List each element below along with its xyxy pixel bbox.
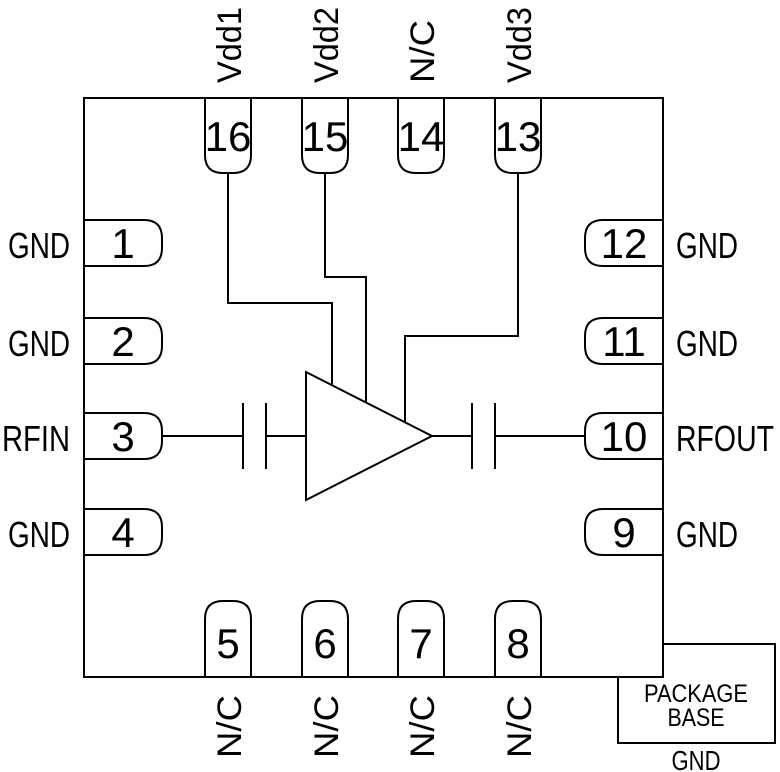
- pin-label-5-nc: N/C: [211, 695, 249, 758]
- pin-label-10-rfout: RFOUT: [676, 418, 774, 459]
- pin-number-9: 9: [612, 509, 635, 556]
- amplifier-triangle-icon: [305, 370, 435, 502]
- pin-label-1-gnd: GND: [8, 225, 70, 266]
- bias-wire-pin13: [404, 173, 519, 422]
- pin-number-12: 12: [601, 220, 648, 267]
- pin-label-9-gnd: GND: [676, 514, 738, 555]
- pin-pad-14: [397, 97, 445, 174]
- pin-pad-7: [397, 600, 445, 678]
- package-outline: [83, 97, 664, 678]
- pin-label-8-nc: N/C: [501, 695, 539, 758]
- pin-pad-10: [584, 412, 664, 460]
- pin-label-13-vdd3: Vdd3: [501, 7, 539, 83]
- pin-number-7: 7: [409, 620, 432, 667]
- pin-number-14: 14: [398, 113, 445, 160]
- pin-label-15-vdd2: Vdd2: [308, 7, 346, 83]
- pin-pad-5: [204, 600, 252, 678]
- pin-number-10: 10: [601, 413, 648, 460]
- pin-label-7-nc: N/C: [404, 695, 442, 758]
- pin-pad-12: [584, 219, 664, 267]
- pin-pad-4: [83, 508, 163, 556]
- pin-label-12-gnd: GND: [676, 225, 738, 266]
- pin-number-11: 11: [602, 318, 646, 365]
- package-base-label-line1: PACKAGE: [644, 680, 748, 708]
- pin-label-3-rfin: RFIN: [2, 418, 70, 459]
- bias-wire-pin16: [227, 173, 333, 386]
- pin-number-2: 2: [111, 318, 134, 365]
- pin-pad-2: [83, 317, 163, 365]
- pin-number-3: 3: [111, 413, 134, 460]
- pin-pad-11: [584, 317, 664, 365]
- pin-label-11-gnd: GND: [676, 323, 738, 364]
- pin-number-15: 15: [302, 113, 349, 160]
- pin-pad-9: [584, 508, 664, 556]
- pin-number-5: 5: [216, 620, 239, 667]
- pin-number-8: 8: [506, 620, 529, 667]
- pin-pad-15: [301, 97, 349, 174]
- pin-pad-1: [83, 219, 163, 267]
- pin-pad-8: [494, 600, 542, 678]
- pin-label-4-gnd: GND: [8, 514, 70, 555]
- pin-label-16-vdd1: Vdd1: [211, 7, 249, 83]
- pin-number-13: 13: [495, 113, 542, 160]
- package-base-label-line2: BASE: [668, 704, 725, 732]
- package-base-gnd-label: GND: [672, 745, 721, 772]
- pin-label-14-nc: N/C: [404, 20, 442, 83]
- pin-pad-6: [301, 600, 349, 678]
- pin-number-4: 4: [111, 509, 134, 556]
- pin-pad-13: [494, 97, 542, 174]
- bias-wire-pin15: [324, 173, 367, 403]
- pin-number-1: 1: [111, 220, 134, 267]
- pin-label-2-gnd: GND: [8, 323, 70, 364]
- pin-number-6: 6: [313, 620, 336, 667]
- pin-pad-16: [204, 97, 252, 174]
- pin-pad-3: [83, 412, 163, 460]
- pin-number-16: 16: [205, 113, 252, 160]
- pin-label-6-nc: N/C: [308, 695, 346, 758]
